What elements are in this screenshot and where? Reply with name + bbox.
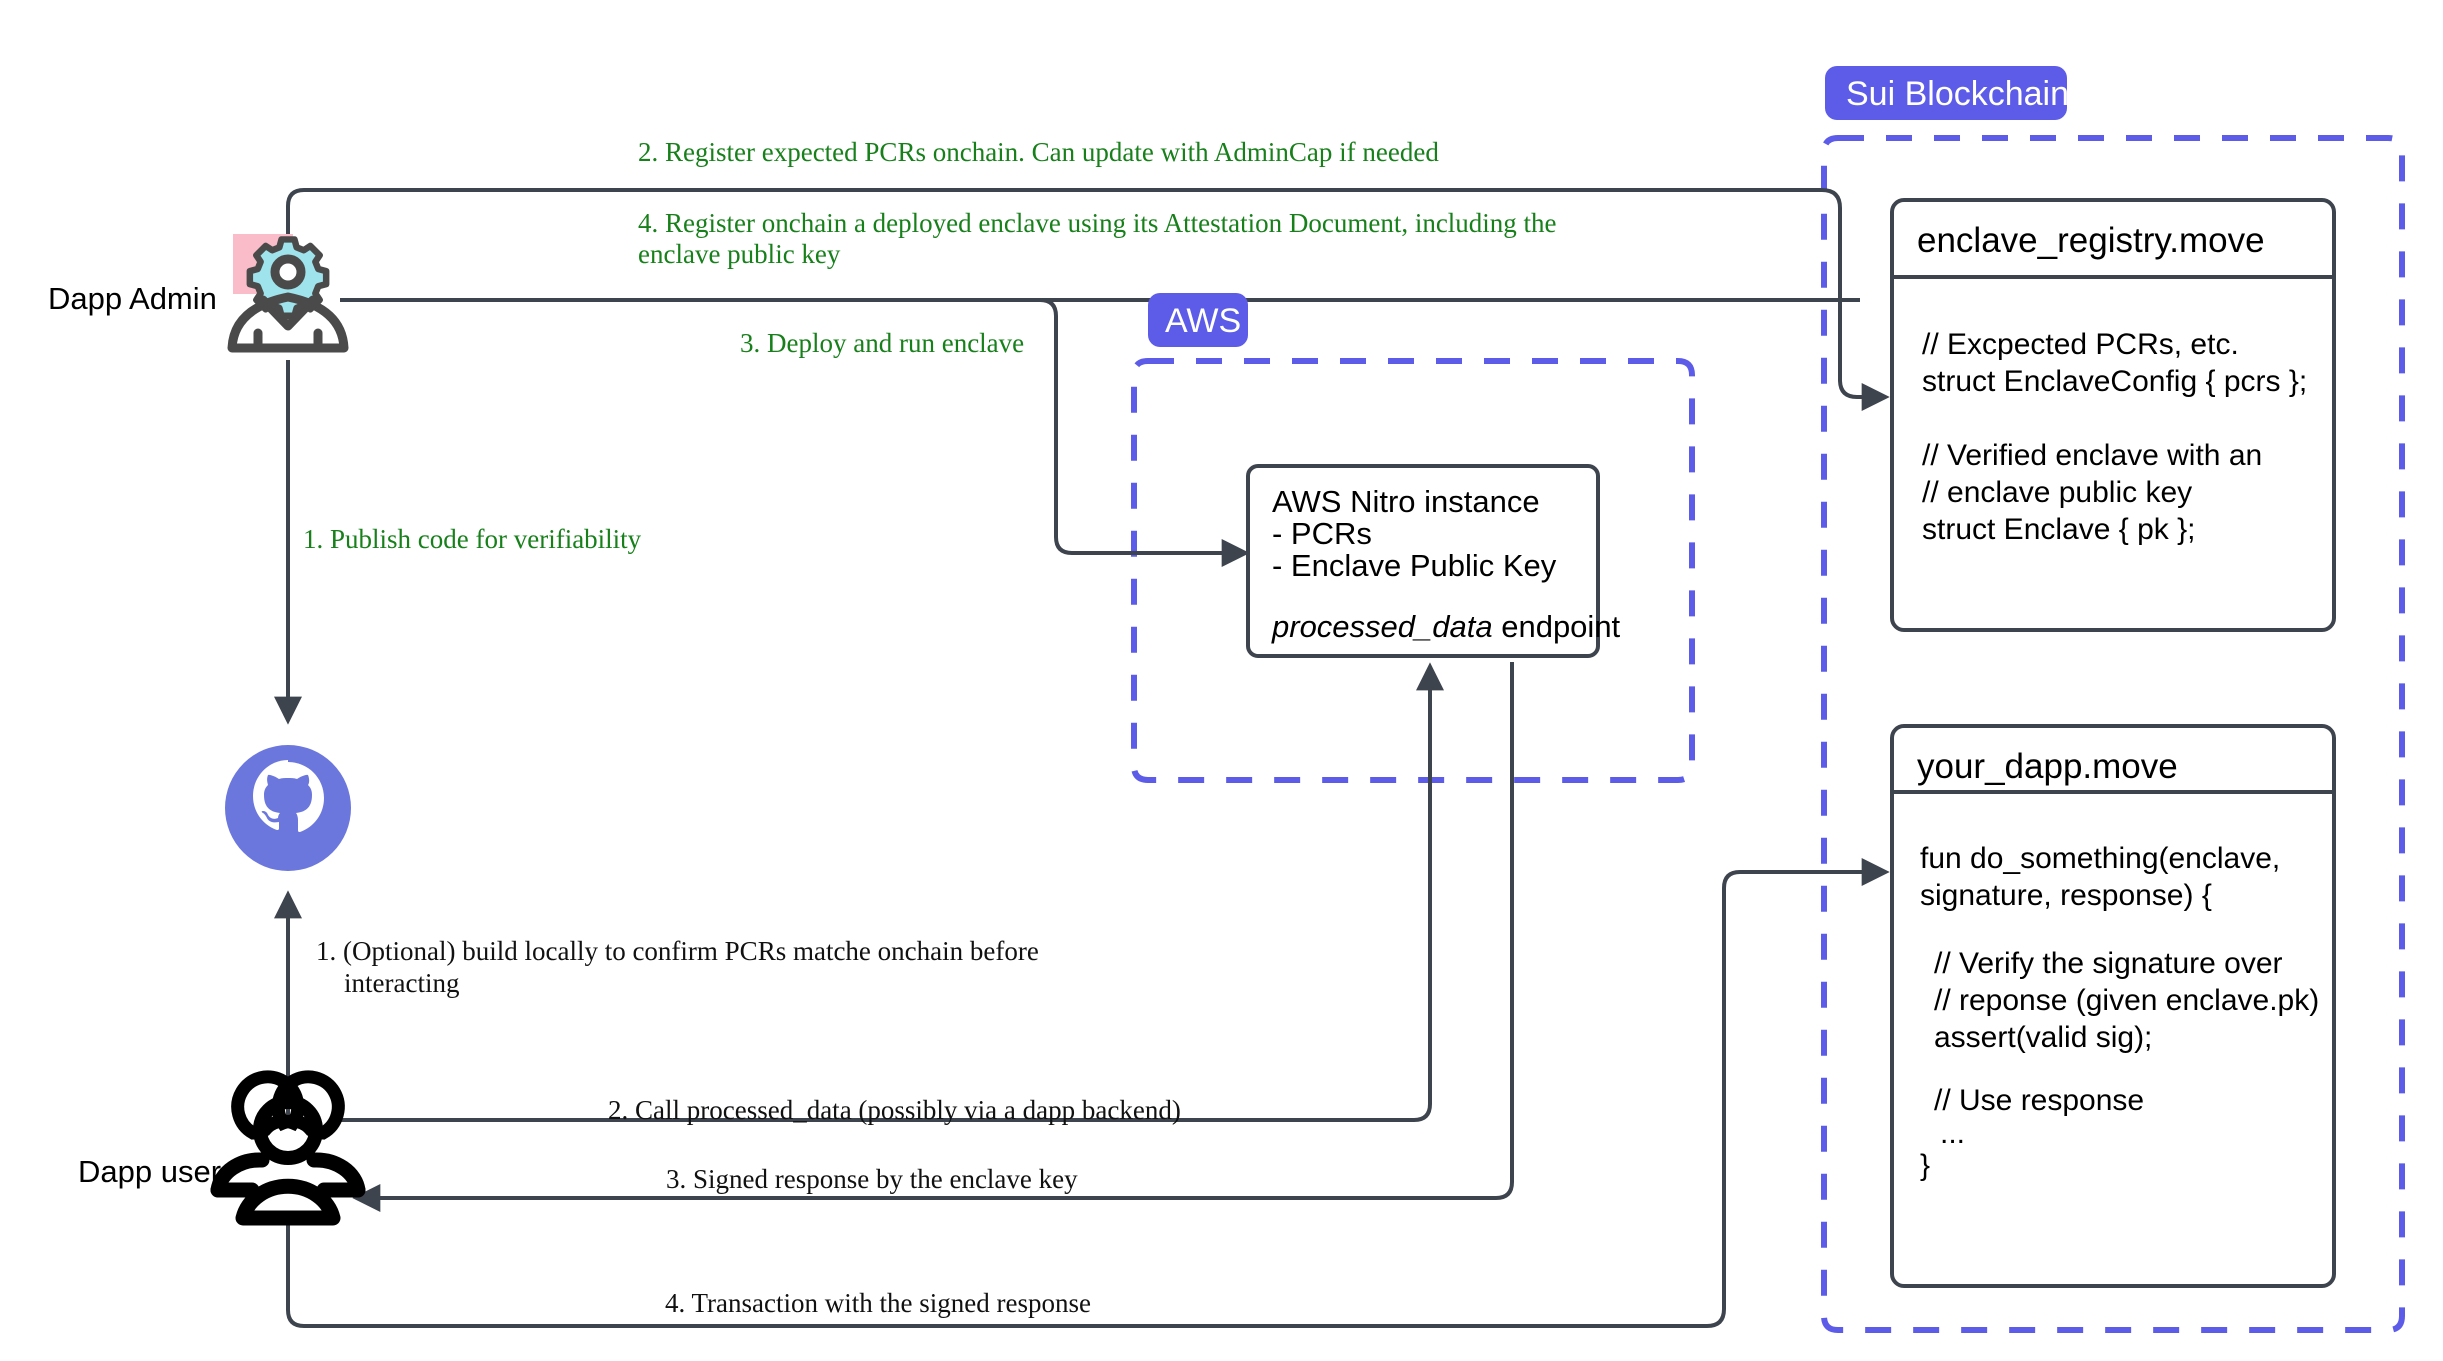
enclave-registry-title: enclave_registry.move: [1917, 221, 2265, 260]
your-dapp-body-9: }: [1920, 1149, 1930, 1182]
edge-register-pcrs: [286, 188, 1890, 411]
nitro-endpoint: processed_data endpoint: [1271, 609, 1621, 644]
actor-dapp-admin: Dapp Admin: [48, 234, 349, 353]
your-dapp-body-5: assert(valid sig);: [1934, 1021, 2152, 1054]
label-build-locally-line1: 1. (Optional) build locally to confirm P…: [316, 936, 1039, 966]
actor-dapp-user: Dapp user: [78, 1070, 366, 1226]
enclave-registry-body-4: // enclave public key: [1922, 476, 2192, 509]
label-deploy-enclave: 3. Deploy and run enclave: [740, 328, 1024, 358]
nitro-line-0: AWS Nitro instance: [1272, 484, 1540, 519]
sui-badge-rect: [1825, 66, 2067, 120]
nitro-line-1: - PCRs: [1272, 516, 1372, 551]
enclave-registry-body-5: struct Enclave { pk };: [1922, 513, 2195, 546]
github-icon-octocat: [253, 760, 324, 832]
badge-aws: AWS: [1148, 293, 1248, 347]
edge-call-processed-data: [340, 662, 1444, 1122]
nitro-line-2: - Enclave Public Key: [1272, 548, 1557, 583]
admin-person-icon: [227, 292, 349, 353]
edge-signed-response: [352, 662, 1514, 1212]
your-dapp-body-4: // reponse (given enclave.pk): [1934, 984, 2319, 1017]
label-build-locally-line2: interacting: [344, 968, 459, 998]
your-dapp-title: your_dapp.move: [1917, 747, 2178, 786]
admin-collar-icon: [258, 295, 318, 331]
label-register-enclave-line1: 4. Register onchain a deployed enclave u…: [638, 208, 1557, 238]
edge-transaction-signed-response: [286, 858, 1890, 1328]
github-icon-circle: [225, 745, 351, 871]
your-dapp-body-8: ...: [1940, 1117, 1965, 1150]
enclave-registry-body-1: struct EnclaveConfig { pcrs };: [1922, 365, 2307, 398]
label-transaction-signed-response: 4. Transaction with the signed response: [665, 1288, 1091, 1318]
your-dapp-body-0: fun do_something(enclave,: [1920, 842, 2280, 875]
label-register-enclave-line2: enclave public key: [638, 239, 841, 269]
enclave-registry-body-3: // Verified enclave with an: [1922, 439, 2262, 472]
nitro-box: [1246, 464, 1600, 658]
node-aws-nitro-instance: AWS Nitro instance - PCRs - Enclave Publ…: [1246, 464, 1621, 658]
badge-sui-blockchain: Sui Blockchain: [1825, 66, 2069, 120]
nitro-endpoint-suffix: endpoint: [1493, 609, 1621, 644]
dapp-user-label: Dapp user: [78, 1154, 221, 1189]
your-dapp-body-1: signature, response) {: [1920, 879, 2212, 912]
enclave-registry-box: [1890, 198, 2336, 632]
user-group-icon: [210, 1070, 366, 1226]
your-dapp-body-3: // Verify the signature over: [1934, 947, 2283, 980]
label-call-processed-data: 2. Call processed_data (possibly via a d…: [608, 1095, 1181, 1125]
your-dapp-box: [1890, 724, 2336, 1288]
actor-github: [225, 745, 351, 871]
enclave-registry-body-0: // Excpected PCRs, etc.: [1922, 328, 2239, 361]
your-dapp-body-7: // Use response: [1934, 1084, 2144, 1117]
label-register-pcrs: 2. Register expected PCRs onchain. Can u…: [638, 137, 1439, 167]
nitro-endpoint-name: processed_data: [1271, 609, 1493, 644]
edge-deploy-enclave: [340, 298, 1250, 567]
node-your-dapp-move: your_dapp.move fun do_something(enclave,…: [1890, 724, 2336, 1288]
label-publish-code: 1. Publish code for verifiability: [303, 524, 642, 554]
node-enclave-registry-move: enclave_registry.move // Excpected PCRs,…: [1890, 198, 2336, 632]
aws-zone-border: [1131, 358, 1695, 783]
aws-badge-rect: [1148, 293, 1248, 347]
zone-aws: [1131, 358, 1695, 783]
aws-badge-label: AWS: [1165, 302, 1241, 340]
dapp-admin-label: Dapp Admin: [48, 281, 217, 316]
label-signed-response: 3. Signed response by the enclave key: [666, 1164, 1078, 1194]
sui-badge-label: Sui Blockchain: [1846, 75, 2069, 113]
